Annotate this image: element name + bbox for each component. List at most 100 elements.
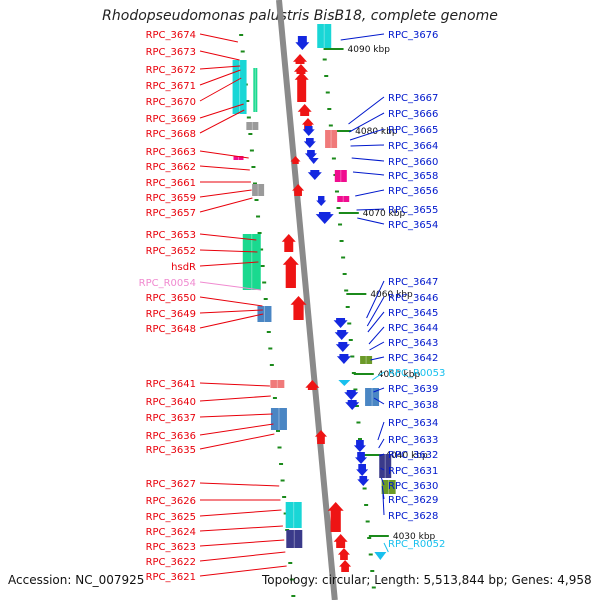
left-gene-label: RPC_3650 <box>146 293 196 304</box>
gene-arrow-reverse <box>374 552 387 560</box>
position-tick <box>342 273 347 275</box>
gene-arrow-reverse <box>345 400 360 410</box>
gene-feature-box <box>285 502 302 528</box>
kbp-label: 4030 kbp <box>393 532 436 542</box>
left-leader-line <box>199 150 249 159</box>
gene-feature-box <box>270 380 285 388</box>
position-tick <box>353 388 358 391</box>
left-leader-line <box>199 189 252 198</box>
right-leader-line <box>351 157 385 162</box>
position-tick <box>257 232 262 234</box>
position-tick <box>322 58 327 61</box>
gene-arrow-forward <box>314 430 327 444</box>
right-gene-label: RPC_3639 <box>388 384 438 395</box>
position-tick <box>345 306 350 308</box>
gene-arrow-reverse <box>307 170 322 180</box>
right-leader-line <box>378 438 385 449</box>
gene-arrow-reverse <box>357 476 370 486</box>
position-tick <box>252 182 257 185</box>
right-gene-label: RPC_3629 <box>388 495 438 506</box>
gene-arrow-forward <box>293 54 308 64</box>
left-gene-label: RPC_3672 <box>146 65 196 76</box>
right-leader-line <box>368 326 385 345</box>
gene-arrow-forward <box>282 256 299 288</box>
gene-feature-box <box>270 408 287 430</box>
gene-feature-box <box>381 480 396 494</box>
gene-arrow-forward <box>337 548 350 560</box>
right-gene-label: RPC_3654 <box>388 220 438 231</box>
gene-feature-box <box>253 68 258 112</box>
right-gene-label: RPC_3658 <box>388 171 438 182</box>
right-gene-label: RPC_3656 <box>388 186 438 197</box>
left-gene-label: RPC_3670 <box>146 97 196 108</box>
right-gene-label: RPC_3628 <box>388 511 438 522</box>
gene-feature-box <box>252 184 265 196</box>
gene-feature-box <box>365 388 380 406</box>
kbp-label: 4040 kbp <box>385 451 428 461</box>
right-leader-line <box>373 397 385 405</box>
left-gene-label: RPC_R0054 <box>139 278 196 289</box>
position-tick <box>350 355 355 358</box>
left-leader-line <box>199 433 275 450</box>
position-tick <box>336 207 341 209</box>
position-tick <box>259 248 264 251</box>
left-gene-label: RPC_3657 <box>146 208 196 219</box>
right-leader-line <box>383 542 389 553</box>
gene-arrow-reverse <box>353 440 366 452</box>
position-tick <box>371 586 376 589</box>
position-tick <box>277 446 282 449</box>
left-leader-line <box>199 313 264 329</box>
position-tick <box>348 339 353 341</box>
right-leader-line <box>381 485 385 500</box>
position-tick <box>240 50 245 53</box>
left-gene-label: RPC_3662 <box>146 162 196 173</box>
gene-arrow-forward <box>293 64 308 74</box>
kbp-label: 4060 kbp <box>370 290 413 300</box>
gene-feature-box <box>246 122 259 130</box>
left-gene-label: RPC_3648 <box>146 324 196 335</box>
gene-arrow-reverse <box>335 342 350 352</box>
left-leader-line <box>199 109 245 134</box>
right-gene-label: RPC_3664 <box>388 141 438 152</box>
right-gene-label: RPC_3647 <box>388 277 438 288</box>
right-leader-line <box>350 144 385 147</box>
left-gene-label: RPC_3625 <box>146 512 196 523</box>
left-leader-line <box>199 50 240 61</box>
left-gene-label: RPC_3653 <box>146 230 196 241</box>
right-gene-label: RPC_R0052 <box>388 539 445 550</box>
left-gene-label: RPC_3652 <box>146 246 196 257</box>
gene-feature-box <box>233 156 244 160</box>
gene-arrow-reverse <box>334 330 349 340</box>
gene-arrow-forward <box>290 296 307 320</box>
position-tick <box>339 240 344 242</box>
right-gene-label: RPC_3633 <box>388 435 438 446</box>
left-leader-line <box>199 69 241 86</box>
gene-arrow-reverse <box>308 158 319 164</box>
position-tick <box>365 520 370 523</box>
position-tick <box>263 298 268 300</box>
position-tick <box>357 438 362 440</box>
gene-arrow-forward <box>305 380 320 390</box>
left-gene-label: RPC_3668 <box>146 129 196 140</box>
right-gene-label: RPC_3631 <box>388 466 438 477</box>
right-leader-line <box>357 217 385 225</box>
right-gene-label: RPC_3666 <box>388 109 438 120</box>
position-tick <box>268 347 273 350</box>
left-leader-line <box>199 77 242 102</box>
gene-feature-box <box>337 196 350 202</box>
left-gene-label: RPC_3635 <box>146 445 196 456</box>
left-leader-line <box>199 482 280 487</box>
left-gene-label: RPC_3673 <box>146 47 196 58</box>
left-leader-line <box>199 197 253 213</box>
right-leader-line <box>356 208 385 211</box>
left-leader-line <box>199 165 250 171</box>
gene-arrow-forward <box>294 72 309 102</box>
left-leader-line <box>199 551 286 562</box>
right-leader-line <box>379 453 385 457</box>
kbp-label: 4050 kbp <box>378 370 421 380</box>
left-gene-label: RPC_3663 <box>146 147 196 158</box>
left-leader-line <box>199 382 270 387</box>
position-tick <box>262 281 267 284</box>
left-gene-label: RPC_3671 <box>146 81 196 92</box>
gene-arrow-forward <box>297 104 312 116</box>
